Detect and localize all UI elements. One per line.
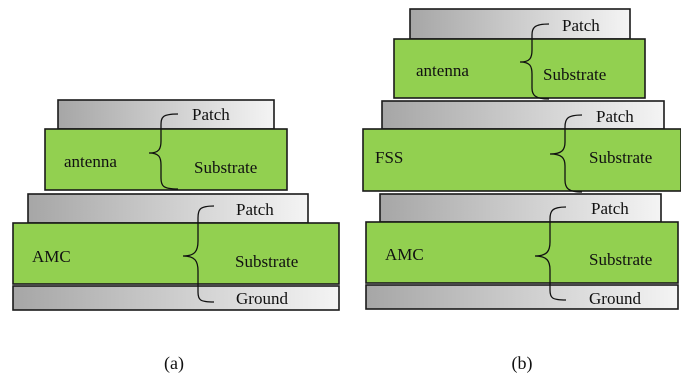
antenna-patch-layer-b [409,8,631,40]
amc-patch-label-a: Patch [236,200,274,219]
caption-b: (b) [512,353,533,374]
antenna-patch-label-b: Patch [562,16,600,35]
antenna-name-label-a: antenna [64,152,117,171]
diagram-a: Patch antenna Substrate Patch AMC Substr… [12,99,340,374]
amc-substrate-layer-a [12,222,340,285]
antenna-patch-layer-a [57,99,275,130]
fss-brace-b [549,114,583,193]
amc-brace-b [534,206,567,301]
ground-layer-b [365,284,679,310]
fss-patch-layer-b [381,100,665,130]
amc-substrate-layer-b [365,221,679,284]
antenna-brace-a [148,113,179,190]
diagram-b: Patch antenna Substrate Patch FSS Substr… [362,8,681,374]
antenna-name-label-b: antenna [416,61,469,80]
antenna-substrate-layer-a [44,128,288,191]
fss-substrate-layer-b [362,128,681,192]
ground-layer-a [12,285,340,311]
antenna-brace-b [519,23,550,100]
antenna-patch-label-a: Patch [192,105,230,124]
amc-substrate-label-b: Substrate [589,250,652,269]
amc-brace-a [182,205,215,303]
antenna-substrate-layer-b [393,38,646,99]
amc-patch-layer-b [379,193,662,223]
antenna-substrate-label-b: Substrate [543,65,606,84]
amc-name-label-a: AMC [32,247,71,266]
fss-substrate-label-b: Substrate [589,148,652,167]
ground-label-b: Ground [589,289,641,308]
fss-name-label-b: FSS [375,148,403,167]
amc-patch-label-b: Patch [591,199,629,218]
amc-name-label-b: AMC [385,245,424,264]
fss-patch-label-b: Patch [596,107,634,126]
amc-substrate-label-a: Substrate [235,252,298,271]
caption-a: (a) [164,353,184,374]
amc-patch-layer-a [27,193,309,224]
antenna-substrate-label-a: Substrate [194,158,257,177]
ground-label-a: Ground [236,289,288,308]
